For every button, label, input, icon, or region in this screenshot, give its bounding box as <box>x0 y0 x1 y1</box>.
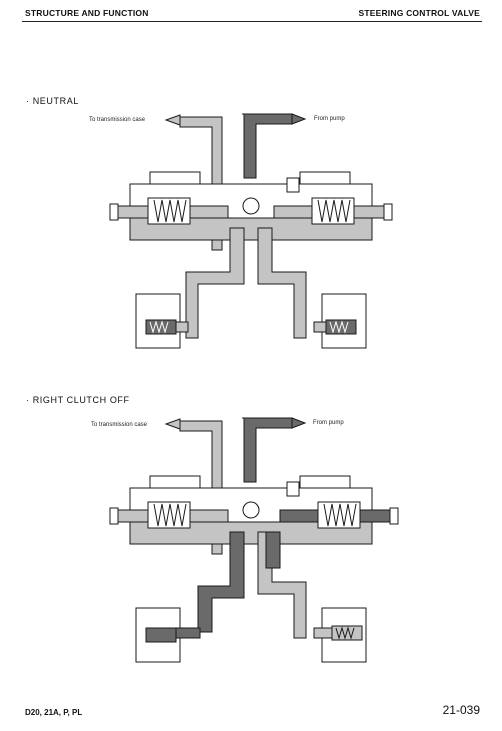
right-clutch-passage <box>257 531 307 639</box>
right-spring-icon <box>323 503 357 527</box>
right-clutch-off-diagram <box>0 412 502 687</box>
pump-passage <box>242 113 293 179</box>
right-spring-icon <box>317 199 351 223</box>
section-title-neutral: · NEUTRAL <box>26 96 79 106</box>
label-to-transmission-case: To transmission case <box>89 117 146 123</box>
arrow-to-transmission-icon <box>164 114 181 126</box>
arrow-from-pump-icon <box>291 113 307 125</box>
header-left: STRUCTURE AND FUNCTION <box>25 8 149 18</box>
check-ball-icon <box>242 501 260 519</box>
footer-model: D20, 21A, P, PL <box>25 708 83 717</box>
header-right: STEERING CONTROL VALVE <box>358 8 480 18</box>
label-from-pump-2: From pump <box>313 420 344 426</box>
page-number: 21-039 <box>442 703 480 717</box>
arrow-to-transmission-icon <box>164 418 181 430</box>
check-ball-icon <box>242 197 260 215</box>
left-clutch-passage <box>185 227 245 339</box>
left-spring-icon <box>153 503 187 527</box>
left-clutch-passage <box>197 531 245 633</box>
header-rule <box>22 21 482 22</box>
label-from-pump: From pump <box>314 116 345 122</box>
arrow-from-pump-icon <box>291 417 307 429</box>
right-clutch-passage <box>257 227 307 339</box>
pump-passage <box>242 417 293 483</box>
section-title-right-clutch-off: · RIGHT CLUTCH OFF <box>26 395 130 405</box>
left-spring-icon <box>153 199 187 223</box>
neutral-diagram <box>0 108 502 368</box>
label-to-transmission-case-2: To transmission case <box>91 422 148 428</box>
